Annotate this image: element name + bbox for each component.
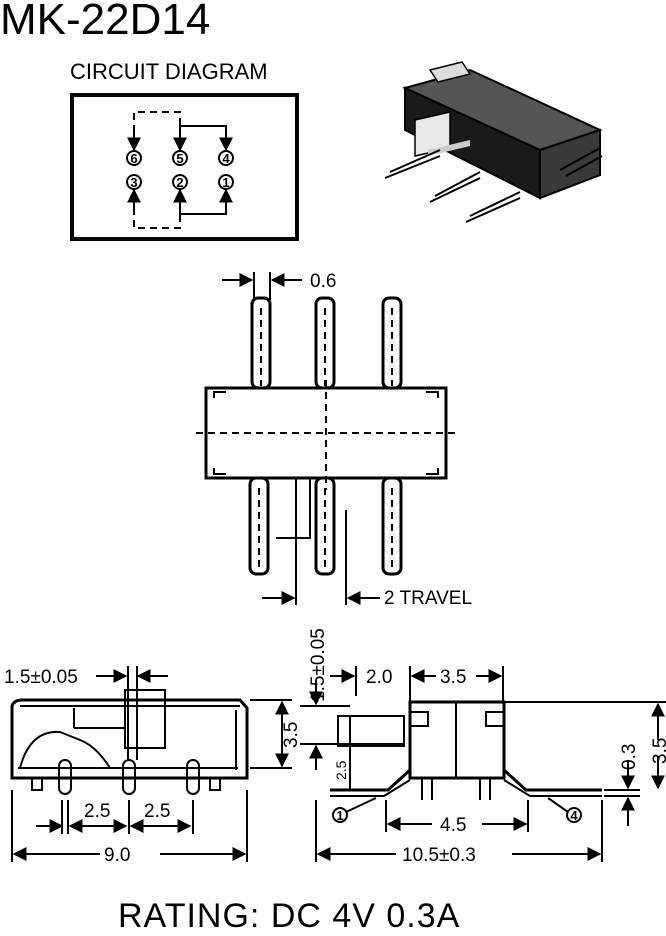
circuit-link-upper-solid: [179, 125, 233, 152]
circuit-link-lower-solid: [179, 188, 233, 215]
model-title: MK-22D14: [0, 0, 210, 44]
actuator-knob: [295, 477, 311, 539]
front-pin-center: [122, 759, 136, 795]
front-pin-right: [186, 759, 200, 795]
bottom-pin-center: [314, 476, 336, 576]
front-length-dimension: 9.0: [104, 845, 130, 866]
circuit-pin-2: 2: [172, 174, 188, 190]
circuit-pin-1: 1: [218, 174, 234, 190]
pin-width-dimension: 0.6: [310, 271, 336, 292]
circuit-pin-3: 3: [126, 174, 142, 190]
bottom-pin-right: [381, 476, 403, 576]
svg-text:3: 3: [130, 175, 137, 190]
circuit-link-lower-dashed: [133, 208, 181, 229]
travel-dimension: 2 TRAVEL: [384, 588, 472, 609]
circuit-diagram: CIRCUIT DIAGRAM 6 5 4 3 2 1: [70, 59, 299, 241]
front-pin-left: [58, 759, 72, 795]
svg-text:6: 6: [130, 151, 137, 166]
svg-text:1: 1: [222, 175, 229, 190]
rating-label: RATING: DC 4V 0.3A: [118, 897, 460, 935]
top-view: 0.6 2 TRAVEL: [196, 271, 472, 609]
front-pitch-right-dimension: 2.5: [144, 801, 170, 822]
front-pitch-left-dimension: 2.5: [84, 801, 110, 822]
side-height-tol-dimension: 1.5±0.05: [308, 628, 329, 702]
front-height-dimension: 3.5: [281, 722, 302, 748]
front-body-outline: [10, 698, 249, 780]
side-standoff-dimension: 0.3: [619, 744, 640, 770]
side-knob-height-dimension: 2.5: [333, 760, 349, 780]
side-offset-dimension: 2.0: [366, 667, 392, 688]
circuit-pin-6: 6: [126, 150, 142, 166]
svg-text:4: 4: [570, 808, 578, 823]
switch-product-image: [384, 61, 603, 223]
side-pin-1: [332, 807, 348, 823]
side-actuator-knob: [337, 715, 405, 747]
svg-text:2: 2: [176, 175, 183, 190]
side-terminals: [330, 768, 602, 792]
circuit-link-upper-dashed: [133, 111, 181, 132]
circuit-pin-4: 4: [218, 150, 234, 166]
svg-text:4: 4: [222, 151, 230, 166]
front-height-tol-dimension: 1.5±0.05: [4, 667, 78, 688]
side-height-dimension: 3.5: [650, 738, 666, 764]
side-total-width-dimension: 10.5±0.3: [402, 845, 476, 866]
side-pin-4: [566, 807, 582, 823]
svg-text:1: 1: [336, 808, 343, 823]
bottom-pin-left: [248, 476, 270, 576]
circuit-diagram-frame: [70, 93, 299, 241]
front-actuator: [124, 689, 166, 749]
side-pin-span-dimension: 4.5: [440, 815, 466, 836]
circuit-pin-5: 5: [172, 150, 188, 166]
svg-text:5: 5: [176, 151, 183, 166]
front-view: 1.5±0.05 3.5 2.5 2.5: [4, 666, 302, 866]
side-view: 1.5±0.05 2.0 3.5 2.5 1 4: [300, 628, 666, 866]
circuit-diagram-label: CIRCUIT DIAGRAM: [70, 59, 268, 84]
side-top-width-dimension: 3.5: [440, 667, 466, 688]
